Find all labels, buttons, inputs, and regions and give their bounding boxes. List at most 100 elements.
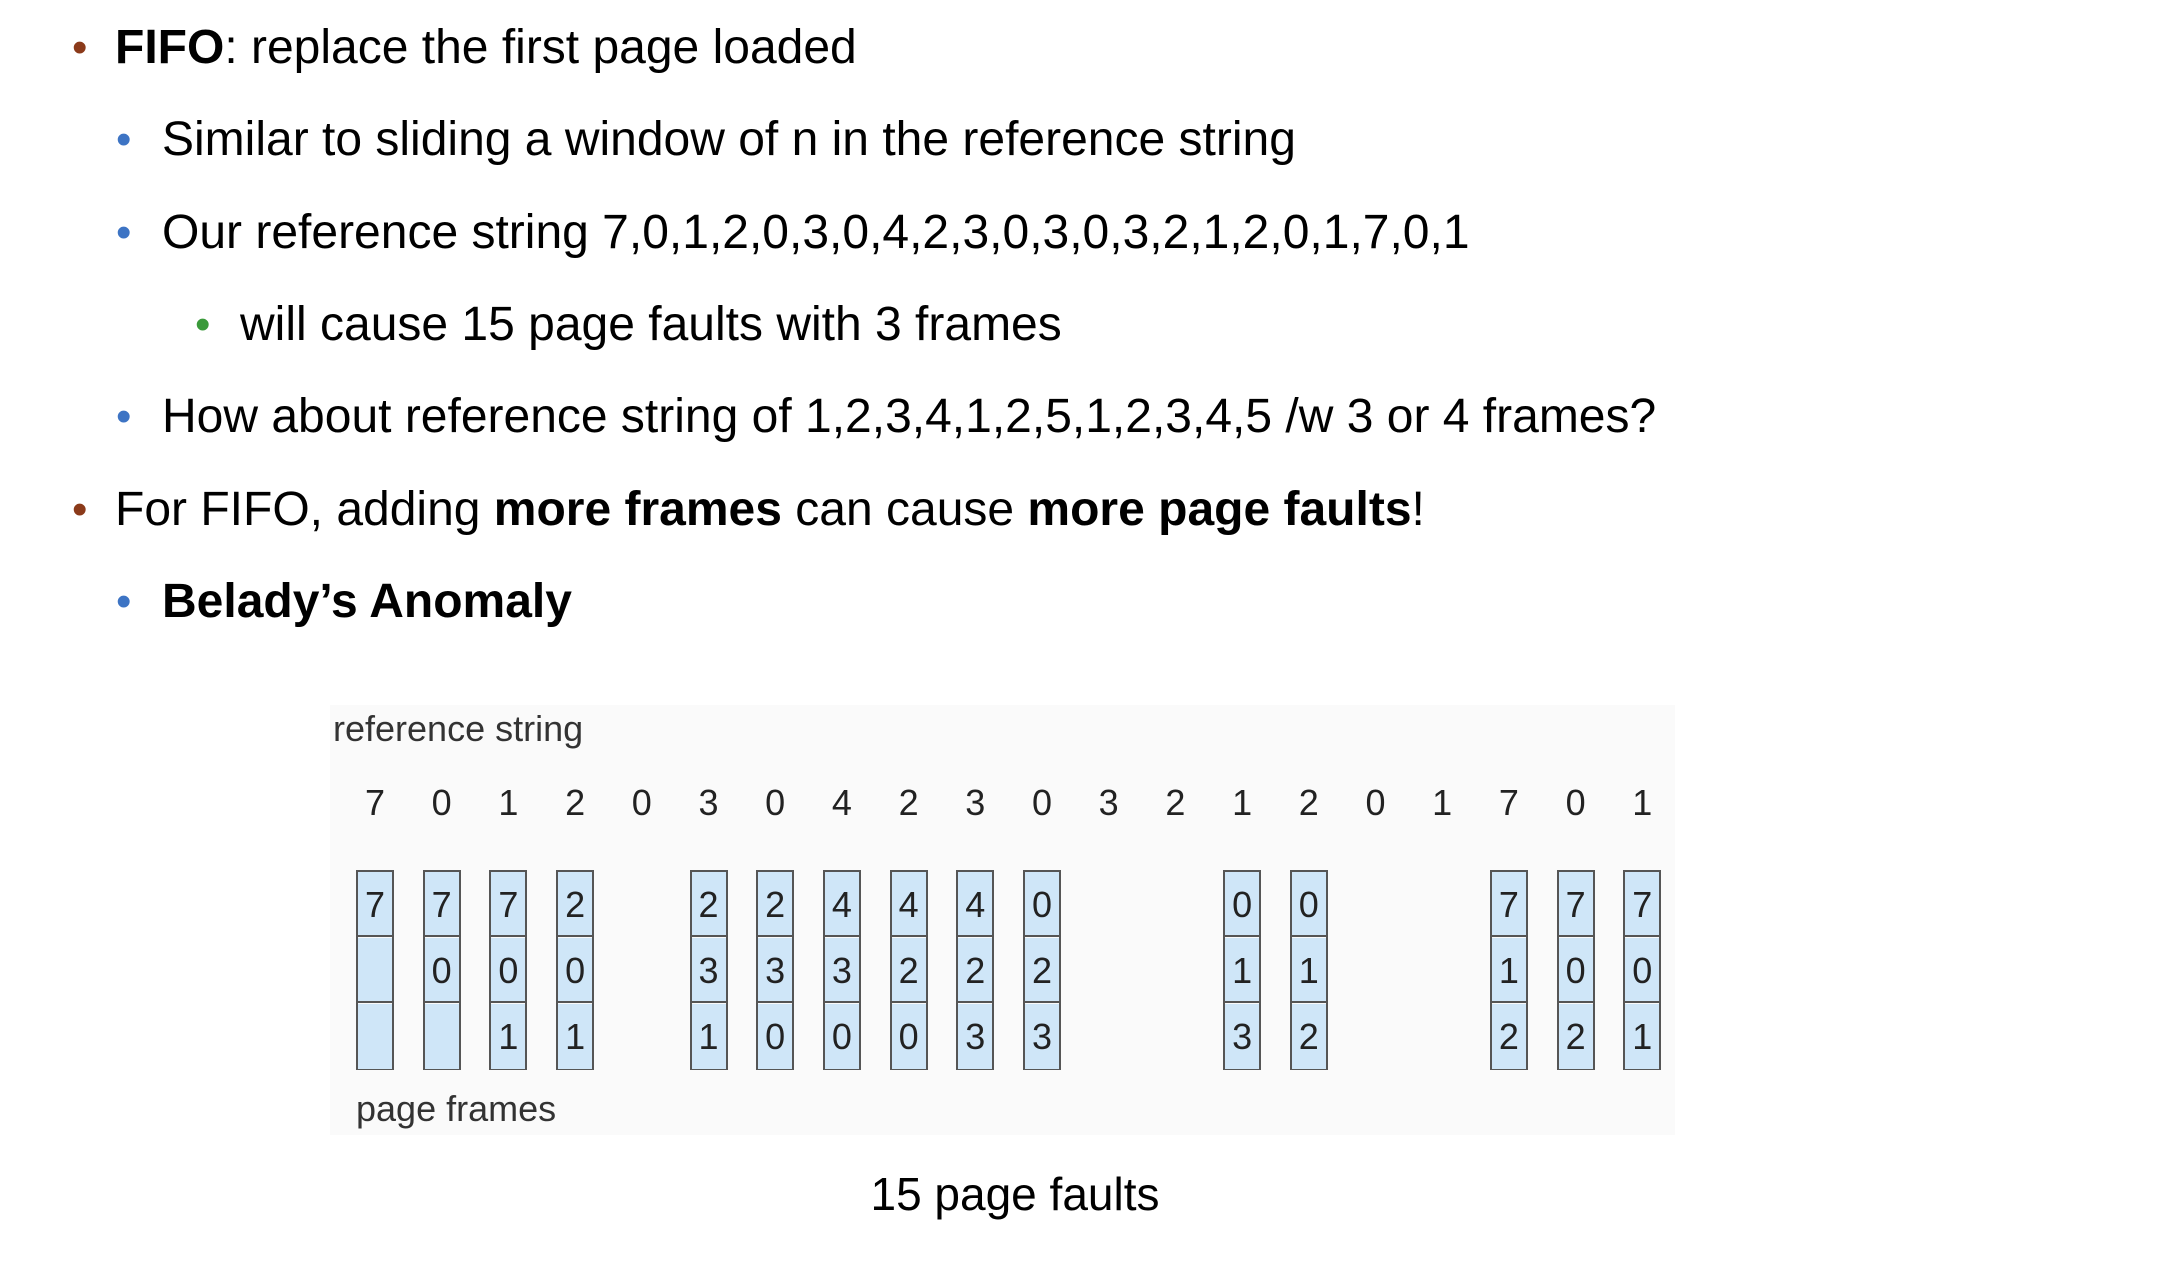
frame-cell: 3: [1025, 1004, 1059, 1069]
frame-cell: 7: [424, 872, 459, 937]
frame-cell: 0: [758, 1004, 793, 1069]
bullet-dot: •: [72, 23, 88, 72]
reference-number: 0: [1365, 782, 1386, 823]
bullet-belady: Belady’s Anomaly: [162, 572, 572, 632]
bullet-dot: •: [195, 300, 211, 349]
fifo-desc: : replace the first page loaded: [224, 21, 857, 74]
reference-number: 0: [1565, 782, 1586, 823]
frame-cell: 2: [958, 938, 993, 1003]
frame-cell: 0: [1225, 872, 1260, 937]
frame-cell: 0: [1625, 938, 1660, 1003]
frame-cell: 0: [491, 938, 526, 1003]
bullet-dot: •: [116, 115, 132, 164]
frame-cell: 0: [824, 1004, 859, 1069]
bullet-for-fifo: For FIFO, adding more frames can cause m…: [115, 480, 1425, 540]
frame-cell: 7: [1558, 872, 1593, 937]
frame-cell: 2: [758, 872, 793, 937]
reference-number: 2: [1165, 782, 1186, 823]
frame-cell: 7: [1491, 872, 1526, 937]
bullet-faults-note: will cause 15 page faults with 3 frames: [240, 298, 1062, 351]
frame-cell: 0: [1025, 872, 1059, 937]
bullet-dot: •: [116, 577, 132, 626]
reference-number: 7: [364, 782, 386, 823]
frame-cell: 1: [1225, 938, 1260, 1003]
bullet-our-ref: Our reference string 7,0,1,2,0,3,0,4,2,3…: [162, 206, 1470, 259]
belady-anomaly: Belady’s Anomaly: [162, 575, 572, 628]
reference-number: 4: [831, 782, 852, 823]
reference-number: 1: [1232, 782, 1253, 823]
bullet-sliding: Similar to sliding a window of n in the …: [162, 113, 1296, 166]
frame-cell: 2: [1491, 1004, 1526, 1069]
reference-number: 3: [698, 782, 719, 823]
page-frames-label: page frames: [356, 1088, 557, 1129]
frame-cell: 2: [1025, 938, 1059, 1003]
frame-cell: 0: [424, 938, 459, 1003]
frame-cell: 0: [558, 938, 593, 1003]
reference-number: 1: [1632, 782, 1653, 823]
frame-cell: 7: [358, 872, 392, 937]
reference-number: 3: [1098, 782, 1119, 823]
frame-cell: [358, 938, 392, 1003]
reference-number: 0: [1031, 782, 1053, 823]
reference-number: 2: [898, 782, 919, 823]
frame-cell: 4: [958, 872, 993, 937]
frame-cell: [424, 1004, 459, 1069]
bullet-dot: •: [116, 392, 132, 441]
bullet-fifo: FIFO: replace the first page loaded: [115, 18, 857, 78]
bullet-how-about: How about reference string of 1,2,3,4,1,…: [162, 390, 1657, 443]
frame-cell: 1: [691, 1004, 726, 1069]
reference-number: 1: [498, 782, 519, 823]
frame-cell: 7: [491, 872, 526, 937]
reference-number: 0: [765, 782, 786, 823]
frame-cell: 2: [1558, 1004, 1593, 1069]
frame-cell: 1: [558, 1004, 593, 1069]
frame-cell: 3: [758, 938, 793, 1003]
for-fifo-c: !: [1411, 483, 1425, 536]
for-fifo-b: can cause: [781, 483, 1028, 536]
frame-cell: 3: [824, 938, 859, 1003]
bullet-dot: •: [72, 485, 88, 534]
frame-cell: 4: [824, 872, 859, 937]
fifo-term: FIFO: [115, 21, 225, 74]
frame-cell: 4: [891, 872, 926, 937]
reference-number: 3: [965, 782, 986, 823]
reference-number: 0: [431, 782, 452, 823]
reference-number: 2: [565, 782, 586, 823]
frame-cell: 0: [1291, 872, 1326, 937]
frame-cell: 2: [691, 872, 726, 937]
reference-number: 0: [631, 782, 652, 823]
frame-cell: 0: [891, 1004, 926, 1069]
frame-cell: [358, 1004, 392, 1069]
frame-cell: 3: [691, 938, 726, 1003]
reference-string-label: reference string: [333, 708, 584, 749]
bullet-dot: •: [116, 208, 132, 257]
frame-cell: 2: [558, 872, 593, 937]
more-faults: more page faults: [1027, 483, 1412, 536]
frame-cell: 7: [1625, 872, 1660, 937]
reference-number: 2: [1298, 782, 1319, 823]
frame-cell: 2: [891, 938, 926, 1003]
for-fifo-a: For FIFO, adding: [115, 483, 494, 536]
frame-cell: 0: [1558, 938, 1593, 1003]
page-faults-caption: 15 page faults: [870, 1168, 1160, 1220]
frame-cell: 3: [958, 1004, 993, 1069]
more-frames: more frames: [493, 483, 782, 536]
frame-cell: 1: [1491, 938, 1526, 1003]
reference-number: 1: [1432, 782, 1453, 823]
frame-cell: 1: [491, 1004, 526, 1069]
